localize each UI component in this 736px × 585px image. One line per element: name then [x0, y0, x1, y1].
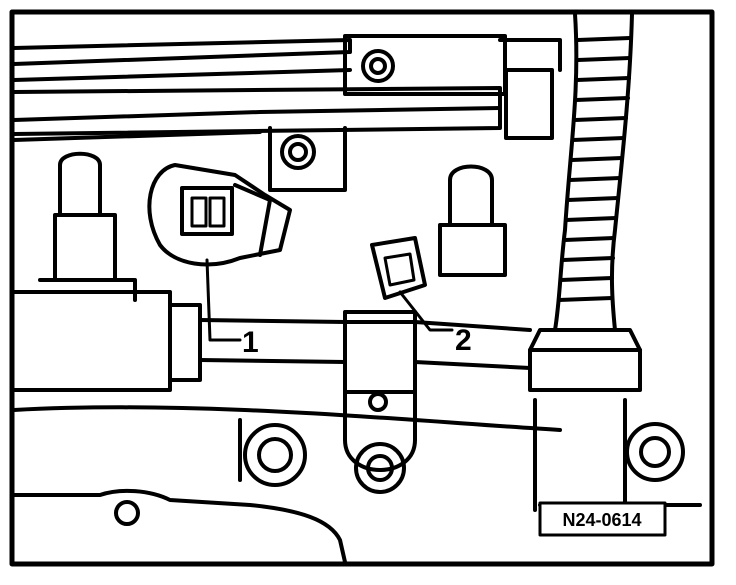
figure-code-box	[538, 501, 667, 537]
nut-lower-left	[243, 423, 307, 487]
nut-lower-right	[625, 422, 685, 482]
connector-2	[370, 236, 427, 300]
callout-leaders	[205, 258, 454, 342]
leader-1	[205, 258, 242, 342]
callout-label-2: 2	[455, 324, 472, 357]
fuel-rail	[12, 86, 502, 192]
lower-pipe	[12, 290, 562, 432]
injector-left	[38, 151, 137, 302]
connector-1	[147, 163, 292, 267]
leader-2	[398, 290, 454, 332]
wiring-loom	[528, 12, 642, 512]
figure-code: N24-0614	[562, 510, 641, 530]
base-casting	[12, 418, 702, 564]
outer-frame	[9, 9, 715, 567]
injector-right	[438, 164, 507, 277]
top-bracket	[343, 34, 562, 140]
callout-label-1: 1	[242, 326, 259, 359]
center-bracket	[343, 310, 417, 494]
